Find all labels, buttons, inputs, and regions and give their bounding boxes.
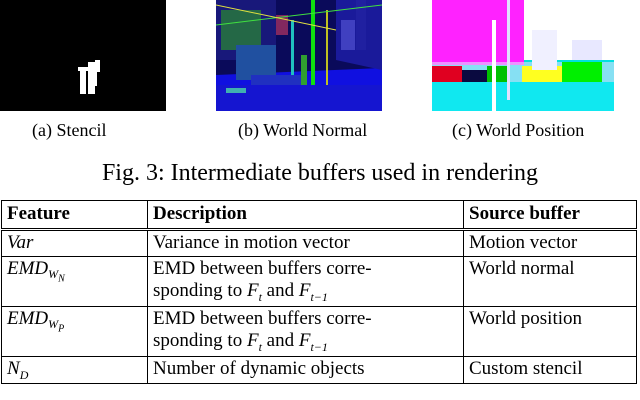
- description-cell: EMD between buffers corre- sponding to F…: [147, 255, 464, 307]
- description-cell: Variance in motion vector: [147, 227, 464, 257]
- feature-cell: EMDWP: [1, 305, 148, 357]
- subfigure-caption-c: (c) World Position: [452, 120, 585, 140]
- source-cell: World position: [463, 305, 637, 357]
- feature-var: Var: [7, 231, 34, 253]
- feature-emd-wn: EMDWN: [7, 257, 65, 285]
- stencil-buffer-image: [0, 0, 166, 111]
- source-cell: Motion vector: [463, 227, 637, 257]
- header-source-buffer: Source buffer: [463, 200, 637, 230]
- header-feature: Feature: [1, 200, 148, 230]
- description-cell: EMD between buffers corre- sponding to F…: [147, 305, 464, 357]
- table-row: EMDWP EMD between buffers corre- spondin…: [1, 305, 637, 357]
- header-description: Description: [147, 200, 464, 230]
- subfigure-caption-b: (b) World Normal: [238, 120, 368, 140]
- description-cell: Number of dynamic objects: [147, 355, 464, 384]
- feature-nd: ND: [7, 357, 29, 382]
- source-cell: Custom stencil: [463, 355, 637, 384]
- table-header-row: Feature Description Source buffer: [1, 200, 637, 230]
- world-position-buffer-image: [432, 0, 614, 111]
- feature-cell: EMDWN: [1, 255, 148, 307]
- feature-table: Feature Description Source buffer Var Va…: [1, 200, 637, 384]
- feature-emd-wp: EMDWP: [7, 307, 65, 335]
- world-normal-buffer-image: [216, 0, 382, 111]
- table-row: ND Number of dynamic objects Custom sten…: [1, 355, 637, 384]
- feature-cell: ND: [1, 355, 148, 384]
- figure-caption: Fig. 3: Intermediate buffers used in ren…: [101, 160, 539, 186]
- subfigure-caption-a: (a) Stencil: [32, 120, 107, 140]
- feature-cell: Var: [1, 227, 148, 257]
- source-cell: World normal: [463, 255, 637, 307]
- table-row: Var Variance in motion vector Motion vec…: [1, 227, 637, 257]
- table-row: EMDWN EMD between buffers corre- spondin…: [1, 255, 637, 307]
